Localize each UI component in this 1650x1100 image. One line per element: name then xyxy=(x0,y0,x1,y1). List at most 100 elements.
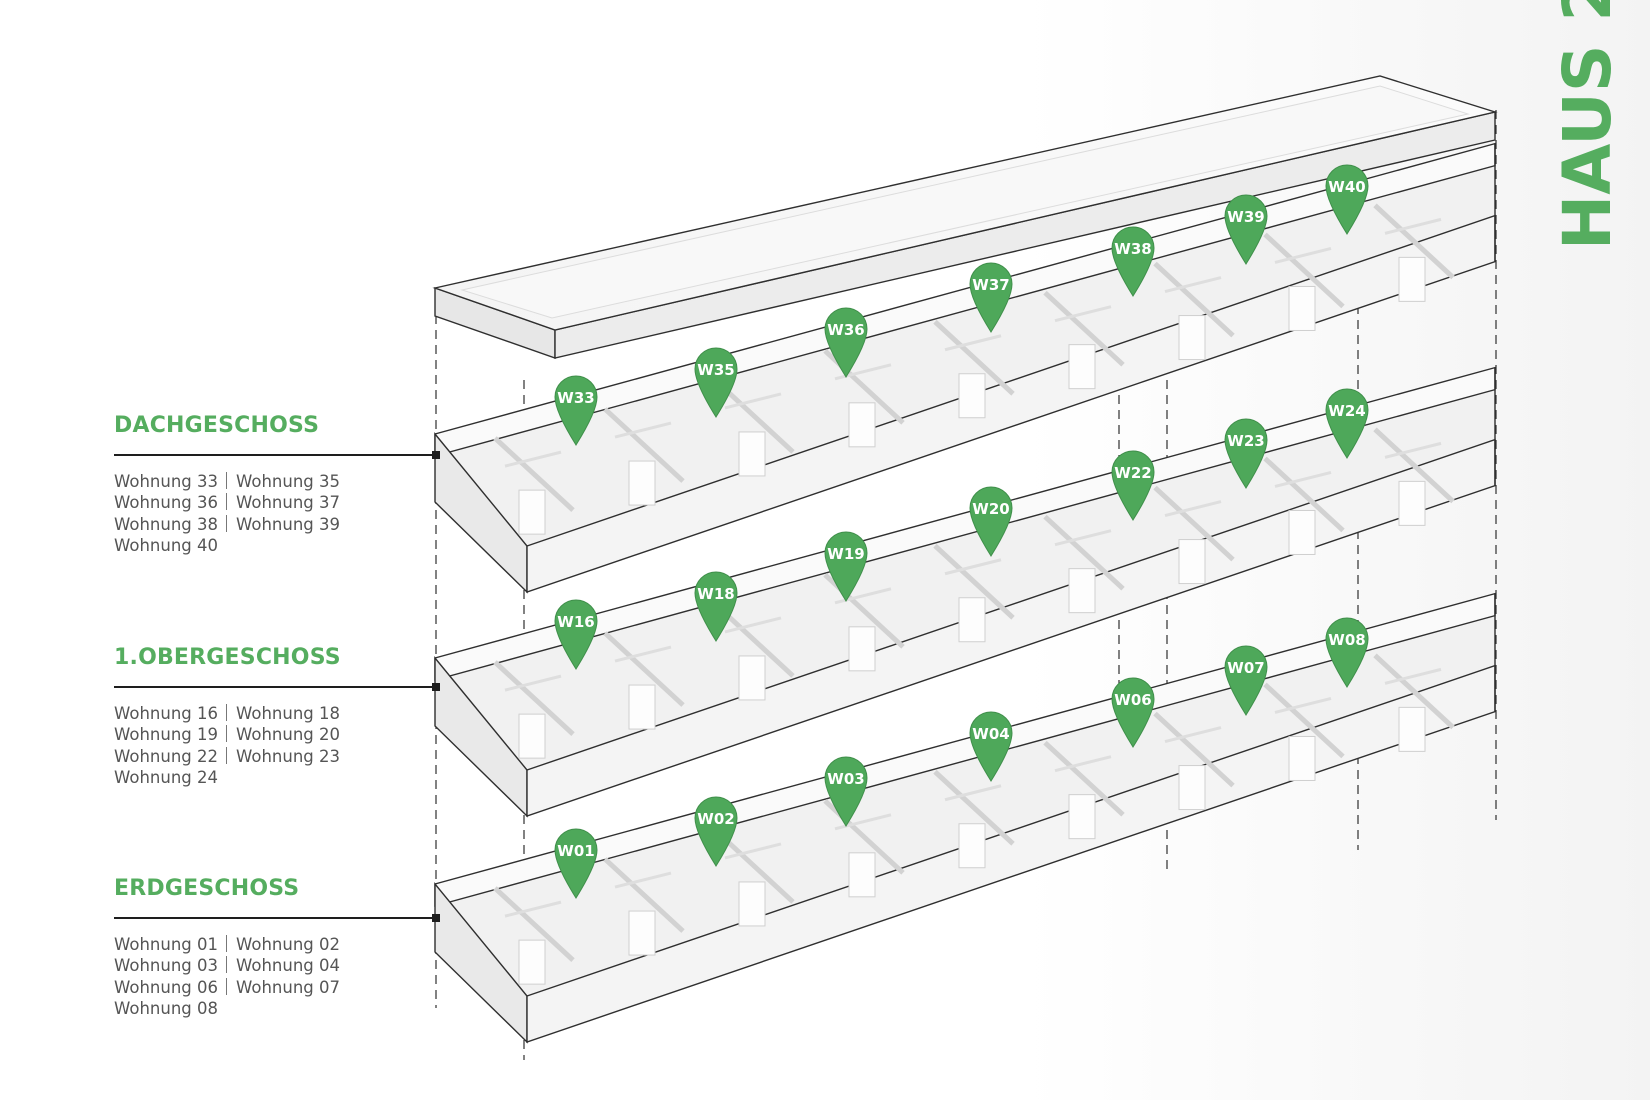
map-pin-icon: W03 xyxy=(824,756,868,827)
partition-wall xyxy=(1164,276,1222,294)
separator xyxy=(226,956,227,974)
window xyxy=(1288,285,1316,331)
floor-surface xyxy=(435,389,1495,770)
window xyxy=(628,460,656,506)
house-title: HAUS 2 xyxy=(1549,0,1626,250)
unit-marker-label: W04 xyxy=(972,725,1009,743)
floor-surface xyxy=(435,165,1495,546)
map-pin-icon: W04 xyxy=(969,711,1013,782)
unit-row: Wohnung 40 xyxy=(114,535,354,556)
window xyxy=(1398,480,1426,526)
floor-title-erdgeschoss: ERDGESCHOSS xyxy=(114,876,300,901)
map-pin-icon: W08 xyxy=(1325,617,1369,688)
unit-label: Wohnung 07 xyxy=(236,977,340,997)
window xyxy=(738,881,766,927)
partition-wall xyxy=(933,769,1015,846)
unit-row: Wohnung 08 xyxy=(114,998,354,1019)
map-pin-icon: W07 xyxy=(1224,645,1268,716)
partition-wall xyxy=(1164,500,1222,518)
map-pin-icon: W36 xyxy=(824,307,868,378)
map-pin-icon: W23 xyxy=(1224,418,1268,489)
partition-wall xyxy=(724,616,782,634)
map-pin-icon: W06 xyxy=(1111,677,1155,748)
window xyxy=(1178,315,1206,361)
unit-row: Wohnung 19 Wohnung 20 xyxy=(114,724,354,745)
unit-label: Wohnung 16 xyxy=(114,704,218,723)
pin-shape xyxy=(1224,418,1268,489)
partition-wall xyxy=(493,436,575,512)
window xyxy=(958,373,986,419)
partition-wall xyxy=(1263,682,1345,759)
partition-wall xyxy=(603,407,685,483)
unit-marker-label: W37 xyxy=(972,276,1009,294)
window xyxy=(848,626,876,672)
separator xyxy=(226,725,227,743)
partition-wall xyxy=(834,587,892,605)
window xyxy=(738,655,766,701)
map-pin-icon: W37 xyxy=(969,262,1013,333)
partition-wall xyxy=(1043,740,1125,817)
pin-shape xyxy=(824,756,868,827)
window xyxy=(848,402,876,448)
partition-wall xyxy=(493,886,575,962)
window xyxy=(1398,256,1426,302)
unit-marker-label: W33 xyxy=(557,389,594,407)
unit-marker-label: W06 xyxy=(1114,691,1151,709)
window xyxy=(738,431,766,477)
unit-marker-label: W01 xyxy=(557,842,594,860)
unit-marker-label: W36 xyxy=(827,321,864,339)
partition-wall xyxy=(1274,471,1332,488)
partition-wall xyxy=(1153,261,1235,338)
unit-label: Wohnung 08 xyxy=(114,998,218,1018)
window xyxy=(1288,509,1316,555)
unit-label: Wohnung 20 xyxy=(236,725,340,745)
map-pin-icon: W35 xyxy=(694,347,738,418)
window xyxy=(518,489,546,535)
unit-marker-label: W18 xyxy=(697,585,734,603)
unit-marker-label: W03 xyxy=(827,770,864,788)
pin-shape xyxy=(694,571,738,642)
partition-wall xyxy=(614,871,672,889)
map-pin-icon: W24 xyxy=(1325,388,1369,459)
unit-label: Wohnung 38 xyxy=(114,514,218,534)
unit-row: Wohnung 24 xyxy=(114,767,354,788)
unit-label: Wohnung 35 xyxy=(236,472,340,491)
window xyxy=(1178,765,1206,811)
unit-label: Wohnung 19 xyxy=(114,725,218,745)
separator xyxy=(226,493,227,511)
pin-shape xyxy=(969,486,1013,557)
unit-marker-label: W16 xyxy=(557,613,594,631)
partition-wall xyxy=(834,813,892,831)
partition-wall xyxy=(1384,667,1442,685)
partition-wall xyxy=(1373,203,1455,280)
map-pin-icon: W19 xyxy=(824,531,868,602)
unit-marker-label: W19 xyxy=(827,545,864,563)
unit-marker-label: W39 xyxy=(1227,208,1264,226)
partition-wall xyxy=(504,900,562,918)
partition-wall xyxy=(724,842,782,860)
unit-label: Wohnung 24 xyxy=(114,767,218,787)
map-pin-icon: W40 xyxy=(1325,164,1369,235)
side-wall xyxy=(434,882,528,1044)
pin-shape xyxy=(1325,164,1369,235)
pin-shape xyxy=(1325,388,1369,459)
map-pin-icon: W20 xyxy=(969,486,1013,557)
separator xyxy=(226,935,227,952)
partition-wall xyxy=(614,421,672,439)
window xyxy=(1068,344,1096,390)
pin-shape xyxy=(694,347,738,418)
floor-surface xyxy=(435,615,1495,996)
partition-wall xyxy=(1274,697,1332,714)
partition-wall xyxy=(1054,305,1112,323)
pin-shape xyxy=(969,262,1013,333)
partition-wall xyxy=(944,558,1002,576)
partition-wall xyxy=(504,450,562,468)
window xyxy=(1068,794,1096,840)
partition-wall xyxy=(504,674,562,692)
partition-wall xyxy=(834,363,892,381)
pin-shape xyxy=(1111,450,1155,521)
partition-wall xyxy=(1043,290,1125,367)
